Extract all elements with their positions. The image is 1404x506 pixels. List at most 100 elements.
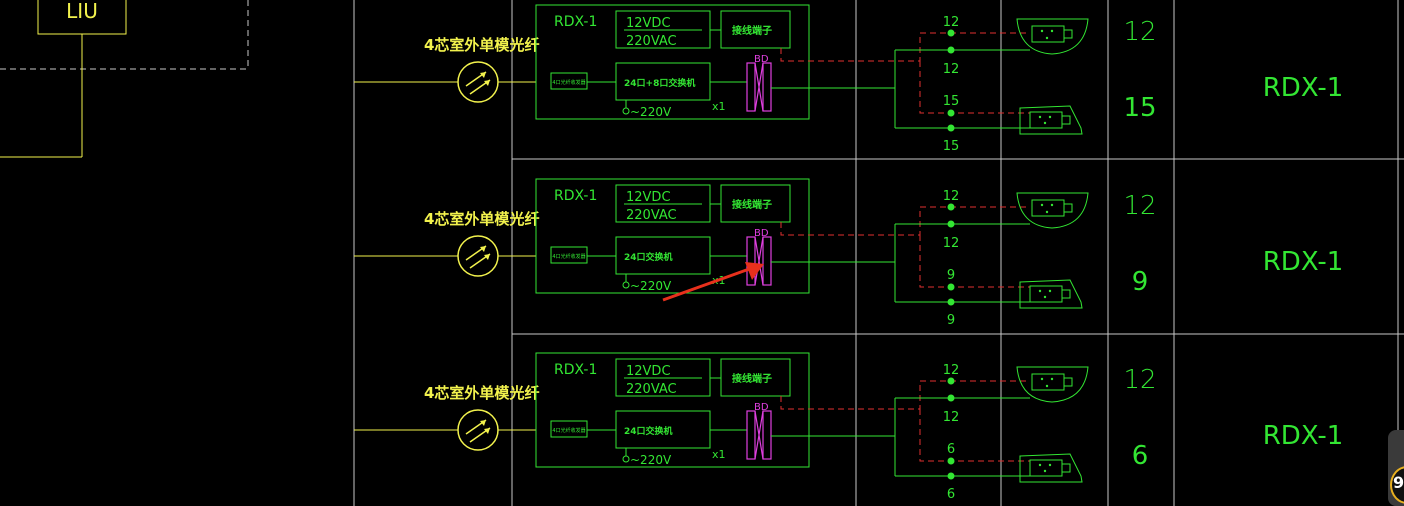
bd-right-bar: [762, 62, 772, 112]
column-top-count: 12: [1123, 17, 1156, 47]
fiber-arrow-head-2: [484, 254, 490, 260]
top-left-area: LIU: [0, 0, 249, 158]
junction-dot: [947, 46, 955, 54]
cabinet-label: RDX-1: [554, 362, 597, 378]
box-camera-lens: [1029, 459, 1063, 477]
liu-label: LIU: [66, 0, 98, 23]
box-camera-lens: [1029, 285, 1063, 303]
power-ac-label: 220VAC: [626, 34, 677, 49]
bottom-number-b: 9: [947, 313, 955, 328]
dome-camera-dot: [1040, 203, 1044, 207]
dome-camera-icon: [1016, 192, 1089, 229]
box-camera-side: [1061, 289, 1071, 299]
power-ac-label: 220VAC: [626, 208, 677, 223]
fiber-label: 4芯室外单模光纤: [424, 210, 539, 228]
box-camera-dot: [1038, 463, 1042, 467]
power-dc-label: 12VDC: [626, 16, 671, 31]
fiber-arrow-head-1: [480, 420, 486, 426]
box-camera-dot: [1048, 289, 1052, 293]
column-top-count: 12: [1123, 365, 1156, 395]
fiber-arrow-head-1: [480, 72, 486, 78]
dome-camera-lens: [1031, 25, 1065, 43]
box-camera-dot: [1043, 121, 1047, 125]
dome-camera-lens: [1031, 199, 1065, 217]
bd-left-bar: [746, 410, 756, 460]
annotation-arrow: [662, 262, 764, 302]
fiber-optic-icon: [457, 409, 499, 451]
power-dc-label: 12VDC: [626, 364, 671, 379]
junction-dot: [947, 29, 955, 37]
column-bottom-count: 9: [1132, 267, 1149, 297]
ac-label: ~220V: [630, 105, 672, 119]
box-camera-icon: [1019, 453, 1083, 483]
top-number-b: 12: [943, 410, 960, 425]
box-camera-dot: [1043, 295, 1047, 299]
dashed-link-top: [780, 380, 1030, 410]
top-number-a: 12: [943, 15, 960, 30]
cabinet-box: [535, 178, 810, 294]
small-converter-label: 4口光纤收发器: [552, 253, 585, 260]
x1-label: x1: [712, 448, 726, 461]
bottom-number-b: 6: [947, 487, 955, 502]
bd-left-bar: [746, 62, 756, 112]
junction-dot: [947, 377, 955, 385]
box-camera-side: [1061, 463, 1071, 473]
dome-camera-lens: [1031, 373, 1065, 391]
fiber-label: 4芯室外单模光纤: [424, 384, 539, 402]
dome-camera-dot: [1045, 210, 1049, 214]
bd-cross-2: [754, 410, 764, 460]
top-number-b: 12: [943, 62, 960, 77]
terminal-box: [720, 358, 791, 397]
dome-camera-dot: [1050, 377, 1054, 381]
power-ac-label: 220VAC: [626, 382, 677, 397]
box-camera-icon: [1019, 279, 1083, 309]
cabinet-box: [535, 352, 810, 468]
power-dc-label: 12VDC: [626, 190, 671, 205]
dome-camera-dot: [1050, 203, 1054, 207]
small-converter-box: [550, 72, 588, 90]
junction-dot: [947, 220, 955, 228]
bottom-number-b: 15: [943, 139, 960, 154]
switch-label: 24口+8口交换机: [624, 77, 695, 89]
box-camera-icon: [1019, 105, 1083, 135]
cabinet-label: RDX-1: [554, 188, 597, 204]
bd-right-bar: [762, 236, 772, 286]
small-converter-label: 4口光纤收发器: [552, 79, 585, 86]
fiber-arrow-head-2: [484, 428, 490, 434]
junction-dot: [947, 109, 955, 117]
fiber-optic-icon: [457, 235, 499, 277]
ac-label: ~220V: [630, 453, 672, 467]
box-camera-dot: [1043, 469, 1047, 473]
cabinet-label: RDX-1: [554, 14, 597, 30]
cabinet-box: [535, 4, 810, 120]
rdx-large-label: RDX-1: [1263, 247, 1344, 277]
junction-dot: [947, 472, 955, 480]
fiber-arrow-head-1: [480, 246, 486, 252]
arrow-head: [745, 262, 764, 280]
rdx-large-label: RDX-1: [1263, 73, 1344, 103]
fiber-optic-icon: [457, 61, 499, 103]
small-converter-box: [550, 420, 588, 438]
dome-camera-dot: [1040, 29, 1044, 33]
bottom-number-a: 15: [943, 94, 960, 109]
bd-right-bar: [762, 410, 772, 460]
rdx-large-label: RDX-1: [1263, 421, 1344, 451]
switch-label: 24口交换机: [624, 425, 673, 437]
ac-terminal-icon: [622, 107, 630, 115]
dashed-link-bottom: [919, 235, 1030, 288]
bd-left-bar: [746, 236, 756, 286]
bd-cross-2: [754, 62, 764, 112]
dome-camera-side: [1063, 203, 1073, 213]
box-camera-side: [1061, 115, 1071, 125]
x1-label: x1: [712, 100, 726, 113]
junction-dot: [947, 203, 955, 211]
dome-camera-dot: [1045, 36, 1049, 40]
arrow-shaft: [662, 266, 753, 302]
terminal-box: [720, 184, 791, 223]
top-number-a: 12: [943, 189, 960, 204]
dashed-link-top: [780, 206, 1030, 236]
ac-terminal-icon: [622, 281, 630, 289]
